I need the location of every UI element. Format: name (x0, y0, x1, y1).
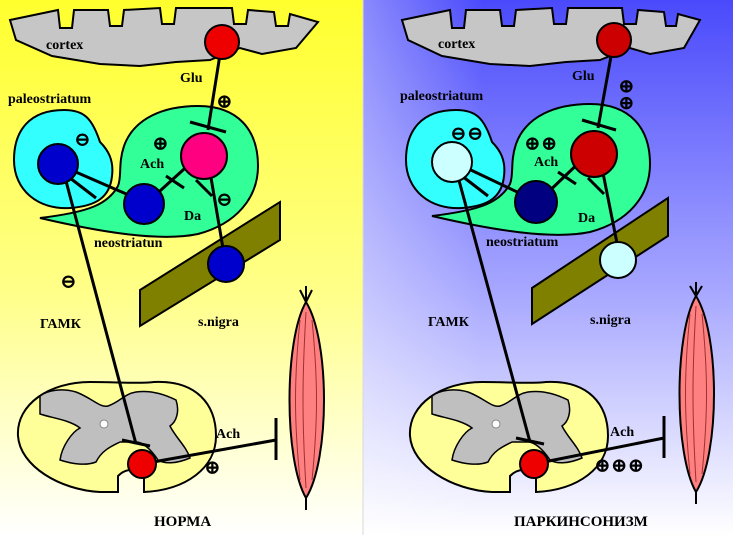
pale-inhib-sign: ⊖⊖ (450, 123, 484, 145)
muscle-fibers (295, 311, 317, 489)
spinal-excite-sign: ⊕⊕⊕ (594, 455, 644, 477)
ach-spinal-label: Ach (610, 425, 634, 440)
cortex-neuron (204, 24, 240, 60)
glu-label: Glu (180, 71, 203, 86)
snigra-label: s.nigra (590, 313, 631, 328)
glu-excite-sign: ⊕⊕ (615, 78, 637, 112)
cortex-neuron (596, 22, 632, 58)
central-canal (491, 419, 501, 429)
central-canal (99, 419, 109, 429)
neostriatum-neuron (180, 132, 228, 180)
ach-label: Ach (140, 157, 164, 172)
cortex-label: cortex (438, 37, 475, 52)
paleostriatum-neuron (431, 141, 473, 183)
right-panel: cortex paleostriatum neostriatum s.nigra (400, 6, 715, 530)
spinal-excite-sign: ⊕ (204, 457, 221, 479)
da-label: Da (184, 209, 201, 224)
da-inhib-sign: ⊖ (216, 189, 233, 211)
snigra-neuron (207, 245, 245, 283)
snigra-neuron (599, 241, 637, 279)
ach-excite-sign: ⊕⊕ (524, 133, 558, 155)
cortex-shape (8, 6, 320, 68)
muscle-fibers (685, 305, 707, 483)
neostriatum-cholinergic-neuron (514, 180, 558, 224)
neostriatum-cholinergic-neuron (123, 183, 165, 225)
left-panel: cortex paleostriatum neostriatun s.nigra (8, 6, 325, 530)
neostriatum-label: neostriatun (94, 236, 163, 251)
paleostriatum-label: paleostriatum (8, 92, 92, 107)
ach-label: Ach (534, 155, 558, 170)
cortex-shape (400, 6, 702, 68)
ach-spinal-label: Ach (216, 427, 240, 442)
gaba-label: ГАМК (428, 315, 470, 330)
paleostriatum-neuron (37, 143, 79, 185)
motor-neuron (519, 449, 549, 479)
paleostriatum-label: paleostriatum (400, 89, 484, 104)
neostriatum-neuron (570, 130, 618, 178)
gaba-inhib-sign: ⊖ (60, 271, 77, 293)
grey-matter-shape (431, 389, 583, 465)
neostriatum-label: neostriatum (486, 235, 559, 250)
right-caption: ПАРКИНСОНИЗМ (514, 514, 648, 530)
cortex-label: cortex (46, 38, 83, 53)
left-caption: НОРМА (154, 514, 211, 530)
glu-excite-sign: ⊕ (216, 91, 233, 113)
pale-inhib-sign: ⊖ (74, 129, 91, 151)
grey-matter-shape (39, 389, 191, 465)
motor-neuron (127, 449, 157, 479)
ach-excite-sign: ⊕ (152, 133, 169, 155)
snigra-label: s.nigra (198, 315, 239, 330)
gaba-label: ГАМК (40, 317, 82, 332)
da-label: Da (578, 211, 595, 226)
glu-label: Glu (572, 69, 595, 84)
